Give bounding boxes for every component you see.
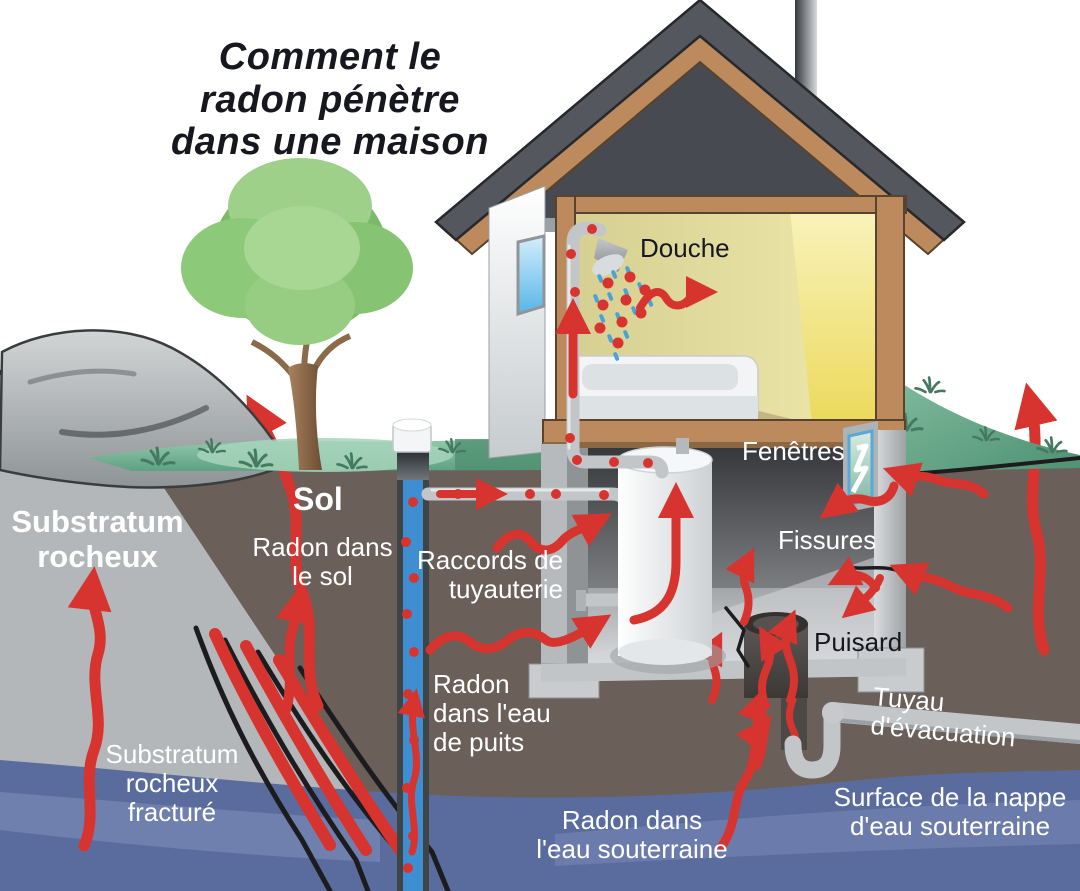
radon-arrow-well xyxy=(397,688,425,856)
floor-band-shadow xyxy=(543,442,905,448)
label-radon-in-soil: Radon dans le sol xyxy=(252,532,393,592)
evacuation-pipe-shade xyxy=(835,718,1080,744)
well-water-column xyxy=(403,458,423,891)
wall-fissures xyxy=(827,556,1013,619)
shower-spray xyxy=(593,266,654,361)
label-bedrock: Substratum rocheux xyxy=(11,504,184,574)
label-soil: Sol xyxy=(293,481,343,517)
radon-arrows-sump xyxy=(717,609,798,851)
label-windows: Fenêtres xyxy=(742,436,845,466)
radon-arrow-bedrock xyxy=(67,566,112,852)
right-lawn xyxy=(874,366,1080,478)
rock-crevice xyxy=(27,368,137,385)
label-radon-groundwater: Radon dans l'eau souterraine xyxy=(536,805,728,865)
radon-arrow-heater xyxy=(629,482,694,625)
rock-crevice xyxy=(59,405,209,438)
label-radon-well-water: Radon dans l'eau de puits xyxy=(433,669,551,758)
shower xyxy=(592,238,718,361)
evacuation-pipe xyxy=(822,702,1080,744)
window-entry-arrows xyxy=(819,462,989,519)
bathtub xyxy=(565,355,759,425)
tree-canopy xyxy=(181,158,413,345)
roof xyxy=(434,0,966,242)
radon-dots-spray xyxy=(594,271,651,349)
bathroom-bright-wall xyxy=(790,210,880,424)
radon-arrow-joint-upper xyxy=(492,513,612,555)
basement-back-wall xyxy=(566,448,878,588)
well-collar xyxy=(397,448,429,480)
attic-interior xyxy=(492,58,908,232)
groundwater xyxy=(0,760,1080,891)
wall-pipe xyxy=(555,221,669,479)
label-water-table-surface: Surface de la nappe d'eau souterraine xyxy=(833,782,1067,842)
tree xyxy=(181,158,413,470)
top-beam xyxy=(555,195,907,214)
well xyxy=(392,418,432,891)
radon-arrow-soil-short xyxy=(275,582,316,715)
upper-window xyxy=(516,234,546,317)
left-foundation-wall xyxy=(541,444,567,688)
p-trap xyxy=(784,709,841,779)
radon-arrow-shower xyxy=(636,276,718,312)
water-heater xyxy=(610,438,726,674)
left-exterior-wall xyxy=(488,185,546,459)
sump xyxy=(744,612,808,698)
radon-dots-wallpipe xyxy=(565,224,653,468)
window-reflection xyxy=(850,443,869,494)
label-pipe-fittings: Raccords de tuyauterie xyxy=(417,545,563,605)
label-shower: Douche xyxy=(640,233,730,263)
tree-trunk xyxy=(288,363,322,470)
diagram-title: Comment le radon pénètre dans une maison xyxy=(171,36,489,164)
groundwater-highlight xyxy=(555,800,1080,866)
label-cracks: Fissures xyxy=(778,525,877,555)
drain-system xyxy=(781,692,1080,779)
label-sump: Puisard xyxy=(814,627,903,657)
radon-arrow-joint-lower xyxy=(425,614,612,655)
label-fractured-bedrock: Substratum rocheux fracturé xyxy=(105,739,239,828)
